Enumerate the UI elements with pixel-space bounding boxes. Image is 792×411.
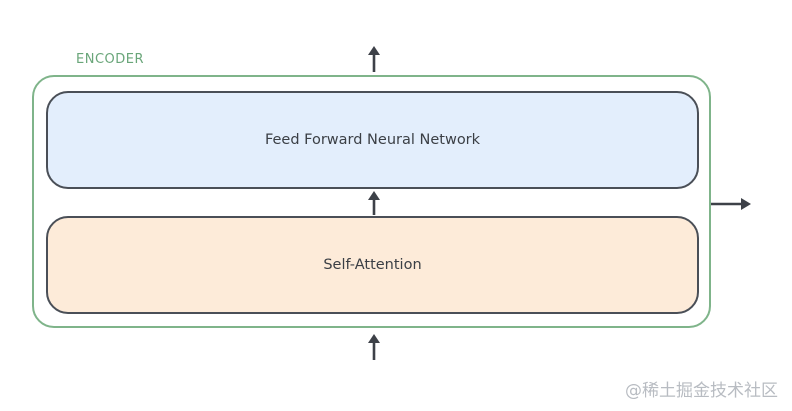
watermark-text: @稀土掘金技术社区: [625, 381, 778, 401]
arrow-up-output-icon: [368, 46, 380, 72]
self-attention-block: Self-Attention: [46, 216, 699, 314]
arrow-up-between-icon: [368, 191, 380, 215]
feed-forward-block: Feed Forward Neural Network: [46, 91, 699, 189]
feed-forward-label: Feed Forward Neural Network: [264, 132, 481, 148]
encoder-frame: [32, 75, 711, 328]
encoder-label: ENCODER: [76, 52, 145, 67]
arrow-up-input-icon: [368, 334, 380, 360]
self-attention-label: Self-Attention: [323, 257, 422, 273]
arrow-right-output-icon: [711, 198, 751, 210]
